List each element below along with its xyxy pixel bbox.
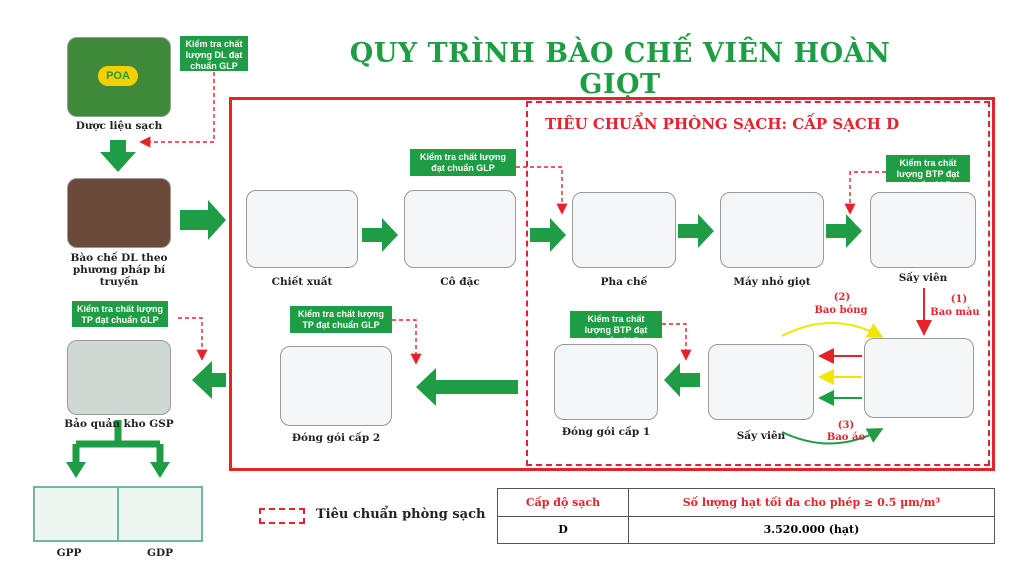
dry-bottom-photo (708, 344, 814, 420)
qc-btp-top: Kiểm tra chất lượng BTP đạt chuẩn GLP (886, 155, 970, 190)
page-title: QUY TRÌNH BÀO CHẾ VIÊN HOÀN GIỌT (349, 38, 891, 100)
coating-color-label: Bao màu (930, 307, 980, 318)
clean-room-frame (526, 101, 990, 466)
arrow-to-extract (180, 200, 226, 240)
concentrate-photo (404, 190, 516, 268)
label-pack1: Đóng gói cấp 1 (561, 426, 651, 438)
arrow-herbs-down (100, 140, 136, 172)
gpp-certificate (33, 486, 119, 542)
pack2-photo (280, 346, 392, 426)
table-cell-count: 3.520.000 (hạt) (628, 515, 995, 544)
gdp-certificate (117, 486, 203, 542)
arrow-drip-dry (826, 214, 862, 248)
clean-level-table: Cấp độ sạch Số lượng hạt tối đa cho phép… (497, 488, 995, 544)
arrow-to-pack2 (416, 368, 518, 406)
table-header-level: Cấp độ sạch (497, 488, 629, 517)
coating-gloss-num: (2) (833, 292, 851, 303)
qc-btp-bottom: Kiểm tra chất lượng BTP đạt chuẩn GLP (570, 311, 662, 346)
traditional-photo (67, 178, 171, 248)
arrow-concentrate-mix (530, 218, 566, 252)
coating-shell-label: Bao áo (826, 432, 866, 443)
arrow-gloss (781, 322, 884, 338)
storage-photo (67, 340, 171, 415)
label-pack2: Đóng gói cấp 2 (291, 432, 381, 444)
label-concentrate: Cô đặc (440, 276, 480, 288)
label-traditional: Bào chế DL theo phương pháp bí truyền (70, 252, 168, 288)
qc-tp-pack: Kiểm tra chất lượng TP đạt chuẩn GLP (290, 306, 392, 333)
qc-tp-store: Kiểm tra chất lượng TP đạt chuẩn GLP (72, 301, 168, 327)
drip-photo (720, 192, 824, 268)
table-cell-level: D (497, 515, 629, 544)
coating-gloss-label: Bao bóng (814, 305, 868, 316)
legend-text: Tiêu chuẩn phòng sạch (316, 507, 486, 522)
label-mix: Pha chế (600, 276, 648, 288)
arrow-to-certs (72, 420, 164, 466)
clean-room-title: TIÊU CHUẨN PHÒNG SẠCH: CẤP SẠCH D (545, 115, 900, 133)
label-gpp: GPP (56, 547, 82, 559)
label-extract: Chiết xuất (271, 276, 333, 288)
extract-photo (246, 190, 358, 268)
coating-color-num: (1) (950, 294, 968, 305)
table-row: D 3.520.000 (hạt) (497, 515, 995, 544)
arrow-shell (781, 428, 884, 445)
arrow-to-storage (192, 361, 226, 399)
table-header-count: Số lượng hạt tối đa cho phép ≥ 0.5 µm/m³ (628, 488, 995, 517)
arrow-dry-pack1 (664, 363, 700, 397)
arrow-extract-concentrate (362, 218, 398, 252)
label-dry-bottom: Sấy viên (736, 430, 786, 442)
poa-logo: POA (98, 66, 138, 86)
label-clean-herbs: Dược liệu sạch (75, 120, 163, 132)
label-dry-top: Sấy viên (898, 272, 948, 284)
legend-dashed-box (259, 508, 305, 524)
process-frame (229, 97, 995, 471)
label-drip: Máy nhỏ giọt (733, 276, 811, 288)
pack1-photo (554, 344, 658, 420)
label-gdp: GDP (147, 547, 173, 559)
dry-top-photo (870, 192, 976, 268)
mix-photo (572, 192, 676, 268)
coater-photo (864, 338, 974, 418)
qc-material: Kiểm tra chất lượng DL đạt chuẩn GLP (180, 36, 248, 71)
table-header-row: Cấp độ sạch Số lượng hạt tối đa cho phép… (497, 488, 995, 517)
herbs-photo: POA (67, 37, 171, 117)
arrow-mix-drip (678, 214, 714, 248)
qc-product: Kiểm tra chất lượng đạt chuẩn GLP (410, 149, 516, 176)
coating-shell-num: (3) (837, 420, 855, 431)
label-storage: Bảo quản kho GSP (64, 418, 174, 430)
